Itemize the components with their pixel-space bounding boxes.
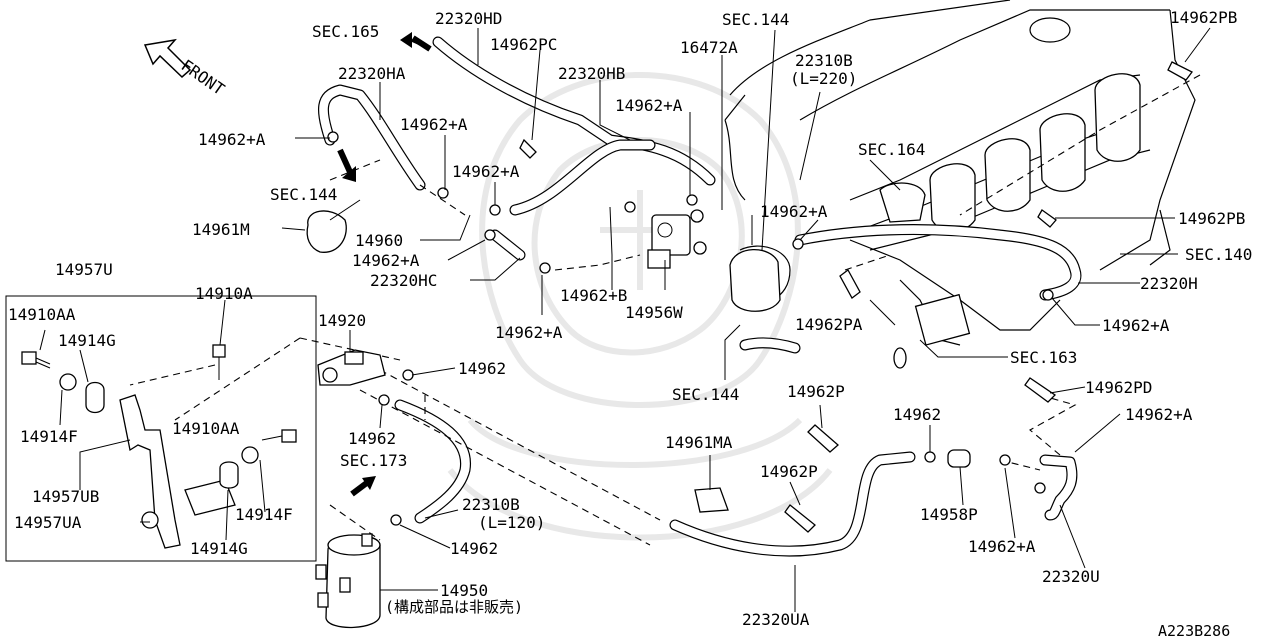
label-14914f-1[interactable]: 14914F xyxy=(20,427,78,446)
label-14962p-1[interactable]: 14962P xyxy=(787,382,845,401)
label-14962pb-right[interactable]: 14962PB xyxy=(1178,209,1245,228)
label-14956w[interactable]: 14956W xyxy=(625,303,683,322)
label-16472a[interactable]: 16472A xyxy=(680,38,738,57)
label-14962a-8[interactable]: 14962+A xyxy=(495,323,563,342)
label-14962a-4[interactable]: 14962+A xyxy=(452,162,520,181)
purge-valve xyxy=(729,249,781,312)
label-14957ua[interactable]: 14957UA xyxy=(14,513,82,532)
check-valve xyxy=(947,449,971,468)
label-22320u[interactable]: 22320U xyxy=(1042,567,1100,586)
label-14914f-2[interactable]: 14914F xyxy=(235,505,293,524)
label-14962pb-top[interactable]: 14962PB xyxy=(1170,8,1237,27)
label-l120: (L=120) xyxy=(478,513,545,532)
label-14962-3[interactable]: 14962 xyxy=(348,429,396,448)
label-not-sold: (構成部品は非販売) xyxy=(385,598,523,616)
leader-lines xyxy=(39,27,1211,612)
label-14962b[interactable]: 14962+B xyxy=(560,286,627,305)
label-14962pc[interactable]: 14962PC xyxy=(490,35,557,54)
label-14962pa[interactable]: 14962PA xyxy=(795,315,863,334)
label-22320hd[interactable]: 22320HD xyxy=(435,9,502,28)
grommet xyxy=(85,381,105,414)
label-22320ua[interactable]: 22320UA xyxy=(742,610,810,629)
label-14961ma[interactable]: 14961MA xyxy=(665,433,733,452)
direction-arrow-icon xyxy=(337,32,432,497)
label-14920[interactable]: 14920 xyxy=(318,311,366,330)
label-22310b-top[interactable]: 22310B xyxy=(795,51,853,70)
label-14962a-6[interactable]: 14962+A xyxy=(352,251,420,270)
label-14962p-2[interactable]: 14962P xyxy=(760,462,818,481)
hose-clip xyxy=(694,487,729,513)
bolt xyxy=(21,351,37,365)
label-22310b-bottom[interactable]: 22310B xyxy=(462,495,520,514)
bracket-group-box xyxy=(5,295,317,562)
label-sec144-top[interactable]: SEC.144 xyxy=(722,10,789,29)
components xyxy=(5,61,1193,629)
evap-canister xyxy=(315,533,381,629)
label-14962-2[interactable]: 14962 xyxy=(893,405,941,424)
label-14910aa-2[interactable]: 14910AA xyxy=(172,419,240,438)
label-14914g-2[interactable]: 14914G xyxy=(190,539,248,558)
label-22320hb[interactable]: 22320HB xyxy=(558,64,625,83)
label-sec144-bottom[interactable]: SEC.144 xyxy=(672,385,739,404)
label-14957u[interactable]: 14957U xyxy=(55,260,113,279)
part-labels: SEC.165 22320HD 14962PC SEC.144 16472A 2… xyxy=(8,8,1252,639)
label-14958p[interactable]: 14958P xyxy=(920,505,978,524)
label-14962a-3[interactable]: 14962+A xyxy=(198,130,266,149)
label-14957ub[interactable]: 14957UB xyxy=(32,487,99,506)
diagram-code: A223B286 xyxy=(1158,622,1230,639)
label-14962-4[interactable]: 14962 xyxy=(450,539,498,558)
label-14962a-2[interactable]: 14962+A xyxy=(400,115,468,134)
label-14962a-7[interactable]: 14962+A xyxy=(1102,316,1170,335)
label-22320h[interactable]: 22320H xyxy=(1140,274,1198,293)
label-14914g-1[interactable]: 14914G xyxy=(58,331,116,350)
label-sec173[interactable]: SEC.173 xyxy=(340,451,407,470)
label-sec165[interactable]: SEC.165 xyxy=(312,22,379,41)
label-14910a[interactable]: 14910A xyxy=(195,284,253,303)
label-front: FRONT xyxy=(178,56,229,99)
label-sec163[interactable]: SEC.163 xyxy=(1010,348,1077,367)
label-14961m[interactable]: 14961M xyxy=(192,220,250,239)
label-14962a-5[interactable]: 14962+A xyxy=(760,202,828,221)
bushing xyxy=(59,373,77,391)
label-14962-1[interactable]: 14962 xyxy=(458,359,506,378)
vacuum-hoses xyxy=(317,36,1082,557)
watermark-emblem xyxy=(447,72,833,541)
front-arrow-icon xyxy=(143,38,192,79)
label-14910aa-1[interactable]: 14910AA xyxy=(8,305,76,324)
label-14962a-9[interactable]: 14962+A xyxy=(1125,405,1193,424)
label-14962a-1[interactable]: 14962+A xyxy=(615,96,683,115)
label-sec164[interactable]: SEC.164 xyxy=(858,140,925,159)
label-22320hc[interactable]: 22320HC xyxy=(370,271,437,290)
label-14962pd[interactable]: 14962PD xyxy=(1085,378,1152,397)
label-l220: (L=220) xyxy=(790,69,857,88)
intake-manifold xyxy=(724,0,1196,369)
bracket xyxy=(119,394,181,549)
label-14960[interactable]: 14960 xyxy=(355,231,403,250)
label-14962a-10[interactable]: 14962+A xyxy=(968,537,1036,556)
label-sec144-left[interactable]: SEC.144 xyxy=(270,185,337,204)
clamp-ring xyxy=(306,210,347,253)
label-sec140[interactable]: SEC.140 xyxy=(1185,245,1252,264)
hose-clamp xyxy=(327,131,1054,526)
throttle-body xyxy=(651,214,691,256)
label-14950[interactable]: 14950 xyxy=(440,581,488,600)
label-22320ha[interactable]: 22320HA xyxy=(338,64,406,83)
